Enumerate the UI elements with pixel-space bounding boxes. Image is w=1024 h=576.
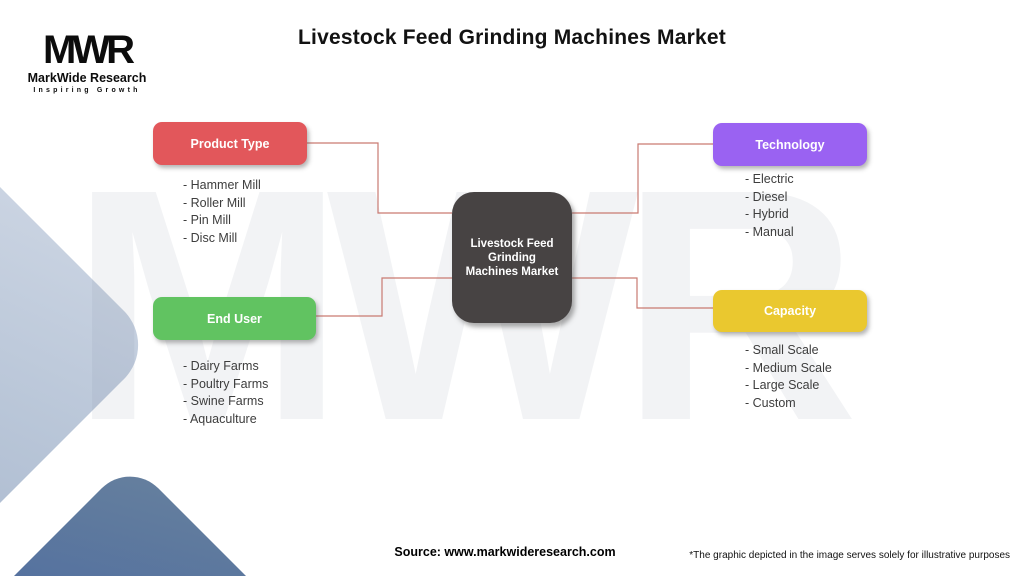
page-title: Livestock Feed Grinding Machines Market: [298, 26, 726, 49]
branch-label-technology: Technology: [755, 137, 825, 152]
list-end-user: - Dairy Farms - Poultry Farms - Swine Fa…: [183, 358, 268, 428]
disclaimer-note: *The graphic depicted in the image serve…: [689, 550, 1010, 561]
branch-label-capacity: Capacity: [763, 304, 817, 318]
center-node: Livestock Feed Grinding Machines Market: [452, 192, 572, 323]
logo-name: MarkWide Research: [27, 71, 147, 85]
list-item: - Hybrid: [745, 207, 789, 221]
branch-box-capacity: Capacity: [713, 290, 867, 332]
list-item: - Small Scale: [745, 343, 819, 357]
list-item: - Dairy Farms: [183, 359, 259, 373]
logo-tagline: Inspiring Growth: [33, 87, 141, 94]
branch-box-product-type: Product Type: [153, 122, 307, 165]
connector-end-user: [316, 277, 452, 317]
list-item: - Custom: [745, 395, 796, 410]
list-item: - Diesel: [745, 189, 788, 204]
list-capacity: - Small Scale - Medium Scale - Large Sca…: [745, 342, 832, 412]
branch-label-end-user: End User: [207, 311, 262, 326]
connector-product-type: [307, 142, 452, 214]
list-item: - Electric: [745, 172, 794, 186]
branch-label-product-type: Product Type: [190, 136, 270, 151]
list-item: - Swine Farms: [183, 394, 264, 408]
logo-acronym: MWR: [43, 28, 135, 72]
center-node-label: Livestock Feed Grinding Machines Market: [465, 237, 559, 278]
connector-technology: [572, 143, 713, 214]
branch-box-technology: Technology: [713, 123, 867, 166]
markwide-logo: MWR MarkWide Research Inspiring Growth: [22, 30, 152, 94]
source-line: Source: www.markwideresearch.com: [394, 545, 616, 559]
connector-capacity: [572, 277, 713, 309]
list-item: - Roller Mill: [183, 195, 246, 210]
list-technology: - Electric - Diesel - Hybrid - Manual: [745, 171, 794, 241]
list-item: - Large Scale: [745, 378, 820, 392]
list-item: - Medium Scale: [745, 360, 832, 375]
branch-box-end-user: End User: [153, 297, 316, 340]
list-product-type: - Hammer Mill - Roller Mill - Pin Mill -…: [183, 177, 261, 247]
list-item: - Poultry Farms: [183, 376, 269, 391]
list-item: - Pin Mill: [183, 213, 231, 227]
list-item: - Hammer Mill: [183, 178, 261, 192]
list-item: - Aquaculture: [183, 411, 257, 426]
list-item: - Disc Mill: [183, 230, 238, 245]
list-item: - Manual: [745, 224, 794, 239]
